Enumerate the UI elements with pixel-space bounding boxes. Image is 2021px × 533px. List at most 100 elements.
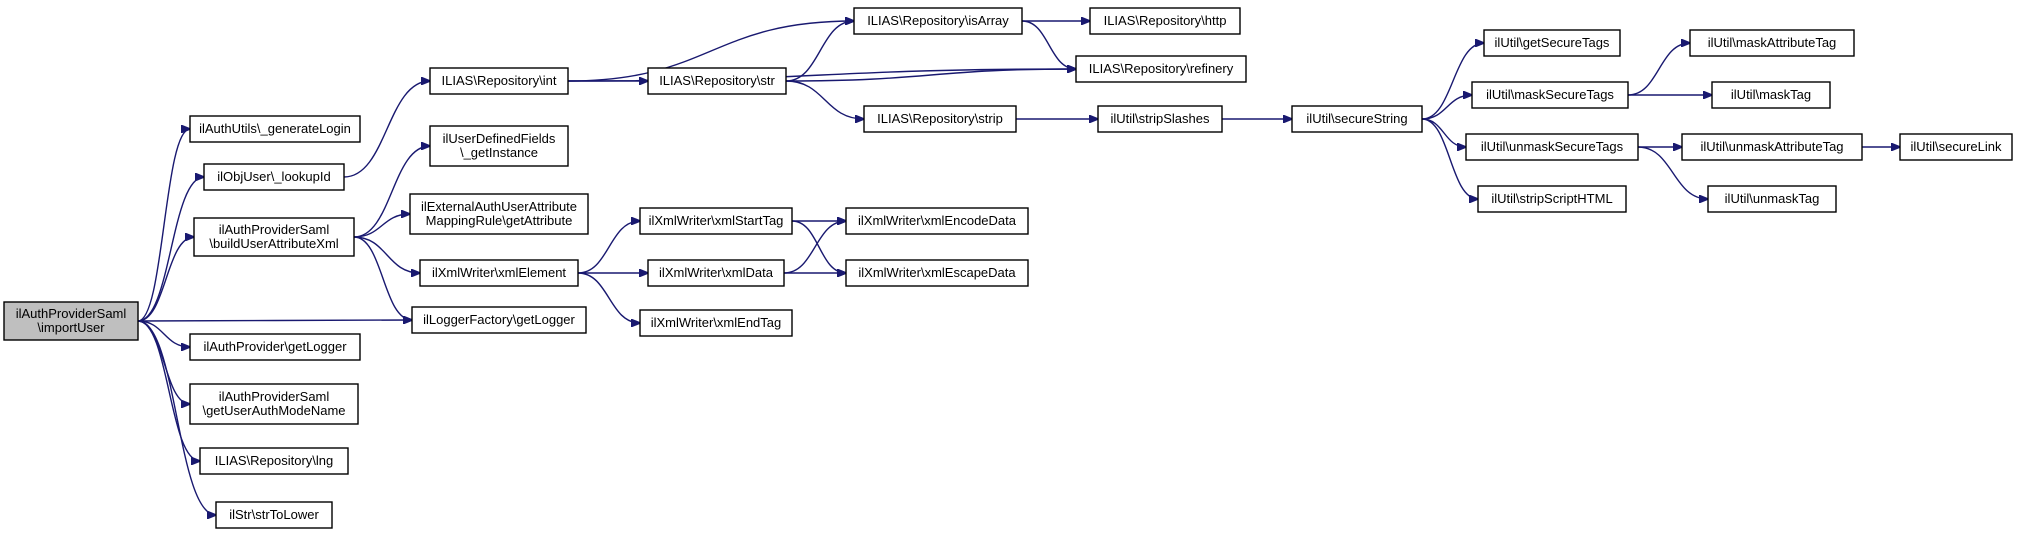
edge-int-to-isArray [567,21,854,82]
node-label-str-0: ILIAS\Repository\str [659,73,775,88]
node-label-extAuthGetAttr-0: ilExternalAuthUserAttribute [421,199,577,214]
edge-str-to-strip [785,80,864,119]
node-label-getUserAuthModeName-0: ilAuthProviderSaml [219,389,330,404]
node-box-maskSecureTags [1471,81,1629,109]
node-maskAttributeTag[interactable]: ilUtil\maskAttributeTag [1689,29,1855,57]
node-getSecureTags[interactable]: ilUtil\getSecureTags [1483,29,1621,57]
node-box-lng [199,447,349,475]
node-strip[interactable]: ILIAS\Repository\strip [863,105,1017,133]
node-box-strToLower [215,501,333,529]
node-box-str [647,67,787,95]
node-label-getUserAuthModeName-1: \getUserAuthModeName [202,403,345,418]
node-label-lookupId-0: ilObjUser\_lookupId [217,169,330,184]
node-maskTag[interactable]: ilUtil\maskTag [1711,81,1831,109]
node-getLoggerFactory[interactable]: ilLoggerFactory\getLogger [411,306,587,334]
node-label-getLoggerProvider-0: ilAuthProvider\getLogger [203,339,347,354]
node-stripSlashes[interactable]: ilUtil\stripSlashes [1097,105,1223,133]
node-box-stripScriptHTML [1477,185,1627,213]
node-maskSecureTags[interactable]: ilUtil\maskSecureTags [1471,81,1629,109]
node-box-secureString [1291,105,1423,133]
edge-secureString-to-stripScriptHTML [1421,118,1478,199]
node-label-xmlElement-0: ilXmlWriter\xmlElement [432,265,566,280]
node-label-maskAttributeTag-0: ilUtil\maskAttributeTag [1708,35,1837,50]
edge-secureString-to-maskSecureTags [1421,95,1472,120]
edge-xmlElement-to-xmlStartTag [577,221,640,274]
node-getLoggerProvider[interactable]: ilAuthProvider\getLogger [189,333,361,361]
node-box-isArray [853,7,1023,35]
edge-root-to-strToLower [137,320,216,515]
node-generateLogin[interactable]: ilAuthUtils\_generateLogin [189,115,361,143]
node-box-getLoggerFactory [411,306,587,334]
node-box-udfGetInstance [429,125,569,167]
node-box-xmlEncodeData [845,207,1029,235]
node-unmaskAttributeTag[interactable]: ilUtil\unmaskAttributeTag [1681,133,1863,161]
node-http[interactable]: ILIAS\Repository\http [1089,7,1241,35]
node-isArray[interactable]: ILIAS\Repository\isArray [853,7,1023,35]
node-xmlEndTag[interactable]: ilXmlWriter\xmlEndTag [639,309,793,337]
node-strToLower[interactable]: ilStr\strToLower [215,501,333,529]
edge-root-to-getLoggerProvider [137,320,190,347]
node-int[interactable]: ILIAS\Repository\int [429,67,569,95]
node-label-maskTag-0: ilUtil\maskTag [1731,87,1811,102]
edge-lookupId-to-int [343,81,430,178]
node-label-unmaskAttributeTag-0: ilUtil\unmaskAttributeTag [1700,139,1843,154]
node-label-buildXml-1: \buildUserAttributeXml [209,236,338,251]
node-udfGetInstance[interactable]: ilUserDefinedFields\_getInstance [429,125,569,167]
node-box-secureLink [1899,133,2013,161]
edge-buildXml-to-extAuthGetAttr [353,214,410,238]
node-box-http [1089,7,1241,35]
node-str[interactable]: ILIAS\Repository\str [647,67,787,95]
node-label-xmlStartTag-0: ilXmlWriter\xmlStartTag [649,213,784,228]
node-label-secureLink-0: ilUtil\secureLink [1910,139,2002,154]
edge-root-to-lng [137,320,200,461]
node-secureLink[interactable]: ilUtil\secureLink [1899,133,2013,161]
node-label-stripSlashes-0: ilUtil\stripSlashes [1111,111,1210,126]
edge-root-to-lookupId [137,177,204,322]
node-box-xmlEndTag [639,309,793,337]
node-label-generateLogin-0: ilAuthUtils\_generateLogin [199,121,351,136]
edge-maskSecureTags-to-maskAttributeTag [1627,43,1690,96]
node-label-getLoggerFactory-0: ilLoggerFactory\getLogger [423,312,575,327]
node-box-xmlElement [419,259,579,287]
node-label-http-0: ILIAS\Repository\http [1104,13,1227,28]
node-box-stripSlashes [1097,105,1223,133]
node-box-getUserAuthModeName [189,383,359,425]
node-label-secureString-0: ilUtil\secureString [1306,111,1407,126]
node-label-maskSecureTags-0: ilUtil\maskSecureTags [1486,87,1614,102]
node-extAuthGetAttr[interactable]: ilExternalAuthUserAttributeMappingRule\g… [409,193,589,235]
node-refinery[interactable]: ILIAS\Repository\refinery [1075,55,1247,83]
node-layer: ilAuthProviderSaml\importUser ilAuthUtils… [3,7,2013,529]
node-label-unmaskTag-0: ilUtil\unmaskTag [1725,191,1820,206]
node-buildXml[interactable]: ilAuthProviderSaml\buildUserAttributeXml [193,217,355,257]
node-label-xmlEscapeData-0: ilXmlWriter\xmlEscapeData [858,265,1016,280]
node-box-root [3,301,139,341]
node-box-getLoggerProvider [189,333,361,361]
edge-xmlStartTag-to-xmlEscapeData [791,220,846,273]
edge-isArray-to-refinery [1021,20,1076,69]
node-root[interactable]: ilAuthProviderSaml\importUser [3,301,139,341]
node-xmlStartTag[interactable]: ilXmlWriter\xmlStartTag [639,207,793,235]
node-xmlEncodeData[interactable]: ilXmlWriter\xmlEncodeData [845,207,1029,235]
node-stripScriptHTML[interactable]: ilUtil\stripScriptHTML [1477,185,1627,213]
node-label-udfGetInstance-1: \_getInstance [460,145,538,160]
edge-xmlData-to-xmlEncodeData [783,221,846,274]
node-xmlData[interactable]: ilXmlWriter\xmlData [647,259,785,287]
node-label-xmlData-0: ilXmlWriter\xmlData [659,265,774,280]
node-xmlEscapeData[interactable]: ilXmlWriter\xmlEscapeData [845,259,1029,287]
node-secureString[interactable]: ilUtil\secureString [1291,105,1423,133]
node-lng[interactable]: ILIAS\Repository\lng [199,447,349,475]
node-box-int [429,67,569,95]
node-box-xmlEscapeData [845,259,1029,287]
node-unmaskTag[interactable]: ilUtil\unmaskTag [1707,185,1837,213]
edge-buildXml-to-udfGetInstance [353,146,430,238]
node-box-lookupId [203,163,345,191]
node-getUserAuthModeName[interactable]: ilAuthProviderSaml\getUserAuthModeName [189,383,359,425]
edge-layer [137,20,1900,515]
node-unmaskSecureTags[interactable]: ilUtil\unmaskSecureTags [1465,133,1639,161]
node-label-int-0: ILIAS\Repository\int [442,73,557,88]
node-box-xmlStartTag [639,207,793,235]
node-lookupId[interactable]: ilObjUser\_lookupId [203,163,345,191]
node-xmlElement[interactable]: ilXmlWriter\xmlElement [419,259,579,287]
node-label-root-0: ilAuthProviderSaml [16,306,127,321]
node-label-getSecureTags-0: ilUtil\getSecureTags [1495,35,1610,50]
